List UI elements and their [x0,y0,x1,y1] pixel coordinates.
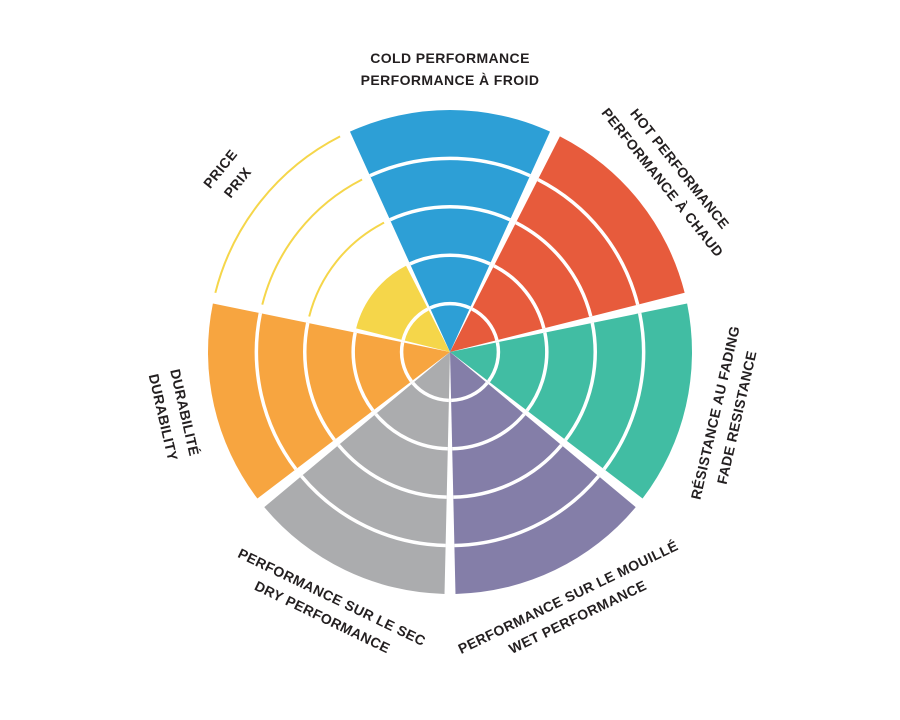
ring-separator [525,332,549,412]
ring-separator [409,253,491,266]
sector-label-en-cold-performance: COLD PERFORMANCE [370,50,530,66]
ring-separator [451,381,489,403]
ring-separator [493,264,546,329]
sector-wedge-durability [208,303,450,499]
ring-separator [537,177,640,306]
sector-cold-performance: COLD PERFORMANCE PERFORMANCE À FROID [349,50,551,352]
ring-separator [389,205,511,222]
ring-separator [454,474,600,548]
ring-separator [374,412,448,451]
ring-separator [453,443,563,499]
sector-wedge-wet-performance [450,352,636,594]
ring-separator [564,322,597,441]
ring-outline [308,221,385,317]
ring-separator [602,312,646,471]
ring-separator [300,474,446,548]
ring-separator [401,307,429,341]
ring-separator [515,221,593,317]
ring-separator [254,312,298,471]
ring-separator [411,381,449,403]
sector-wedge-cold-performance [349,109,551,352]
ring-separator [303,322,336,441]
ring-outline [261,178,363,305]
ring-separator [471,307,499,341]
sector-label-fr-cold-performance: PERFORMANCE À FROID [361,72,540,88]
sector-wedge-fade-resistance [450,303,692,499]
ring-separator [429,301,471,310]
ring-separator [369,156,531,178]
ring-separator [487,341,501,383]
sector-wedge-price [356,265,450,352]
ring-separator [452,412,526,451]
ring-separator [351,332,375,412]
ring-separator [399,341,413,383]
ring-separator [337,443,447,499]
ring-outline [214,135,341,294]
sector-wedge-hot-performance [450,136,685,352]
sector-wedge-dry-performance [264,352,450,594]
